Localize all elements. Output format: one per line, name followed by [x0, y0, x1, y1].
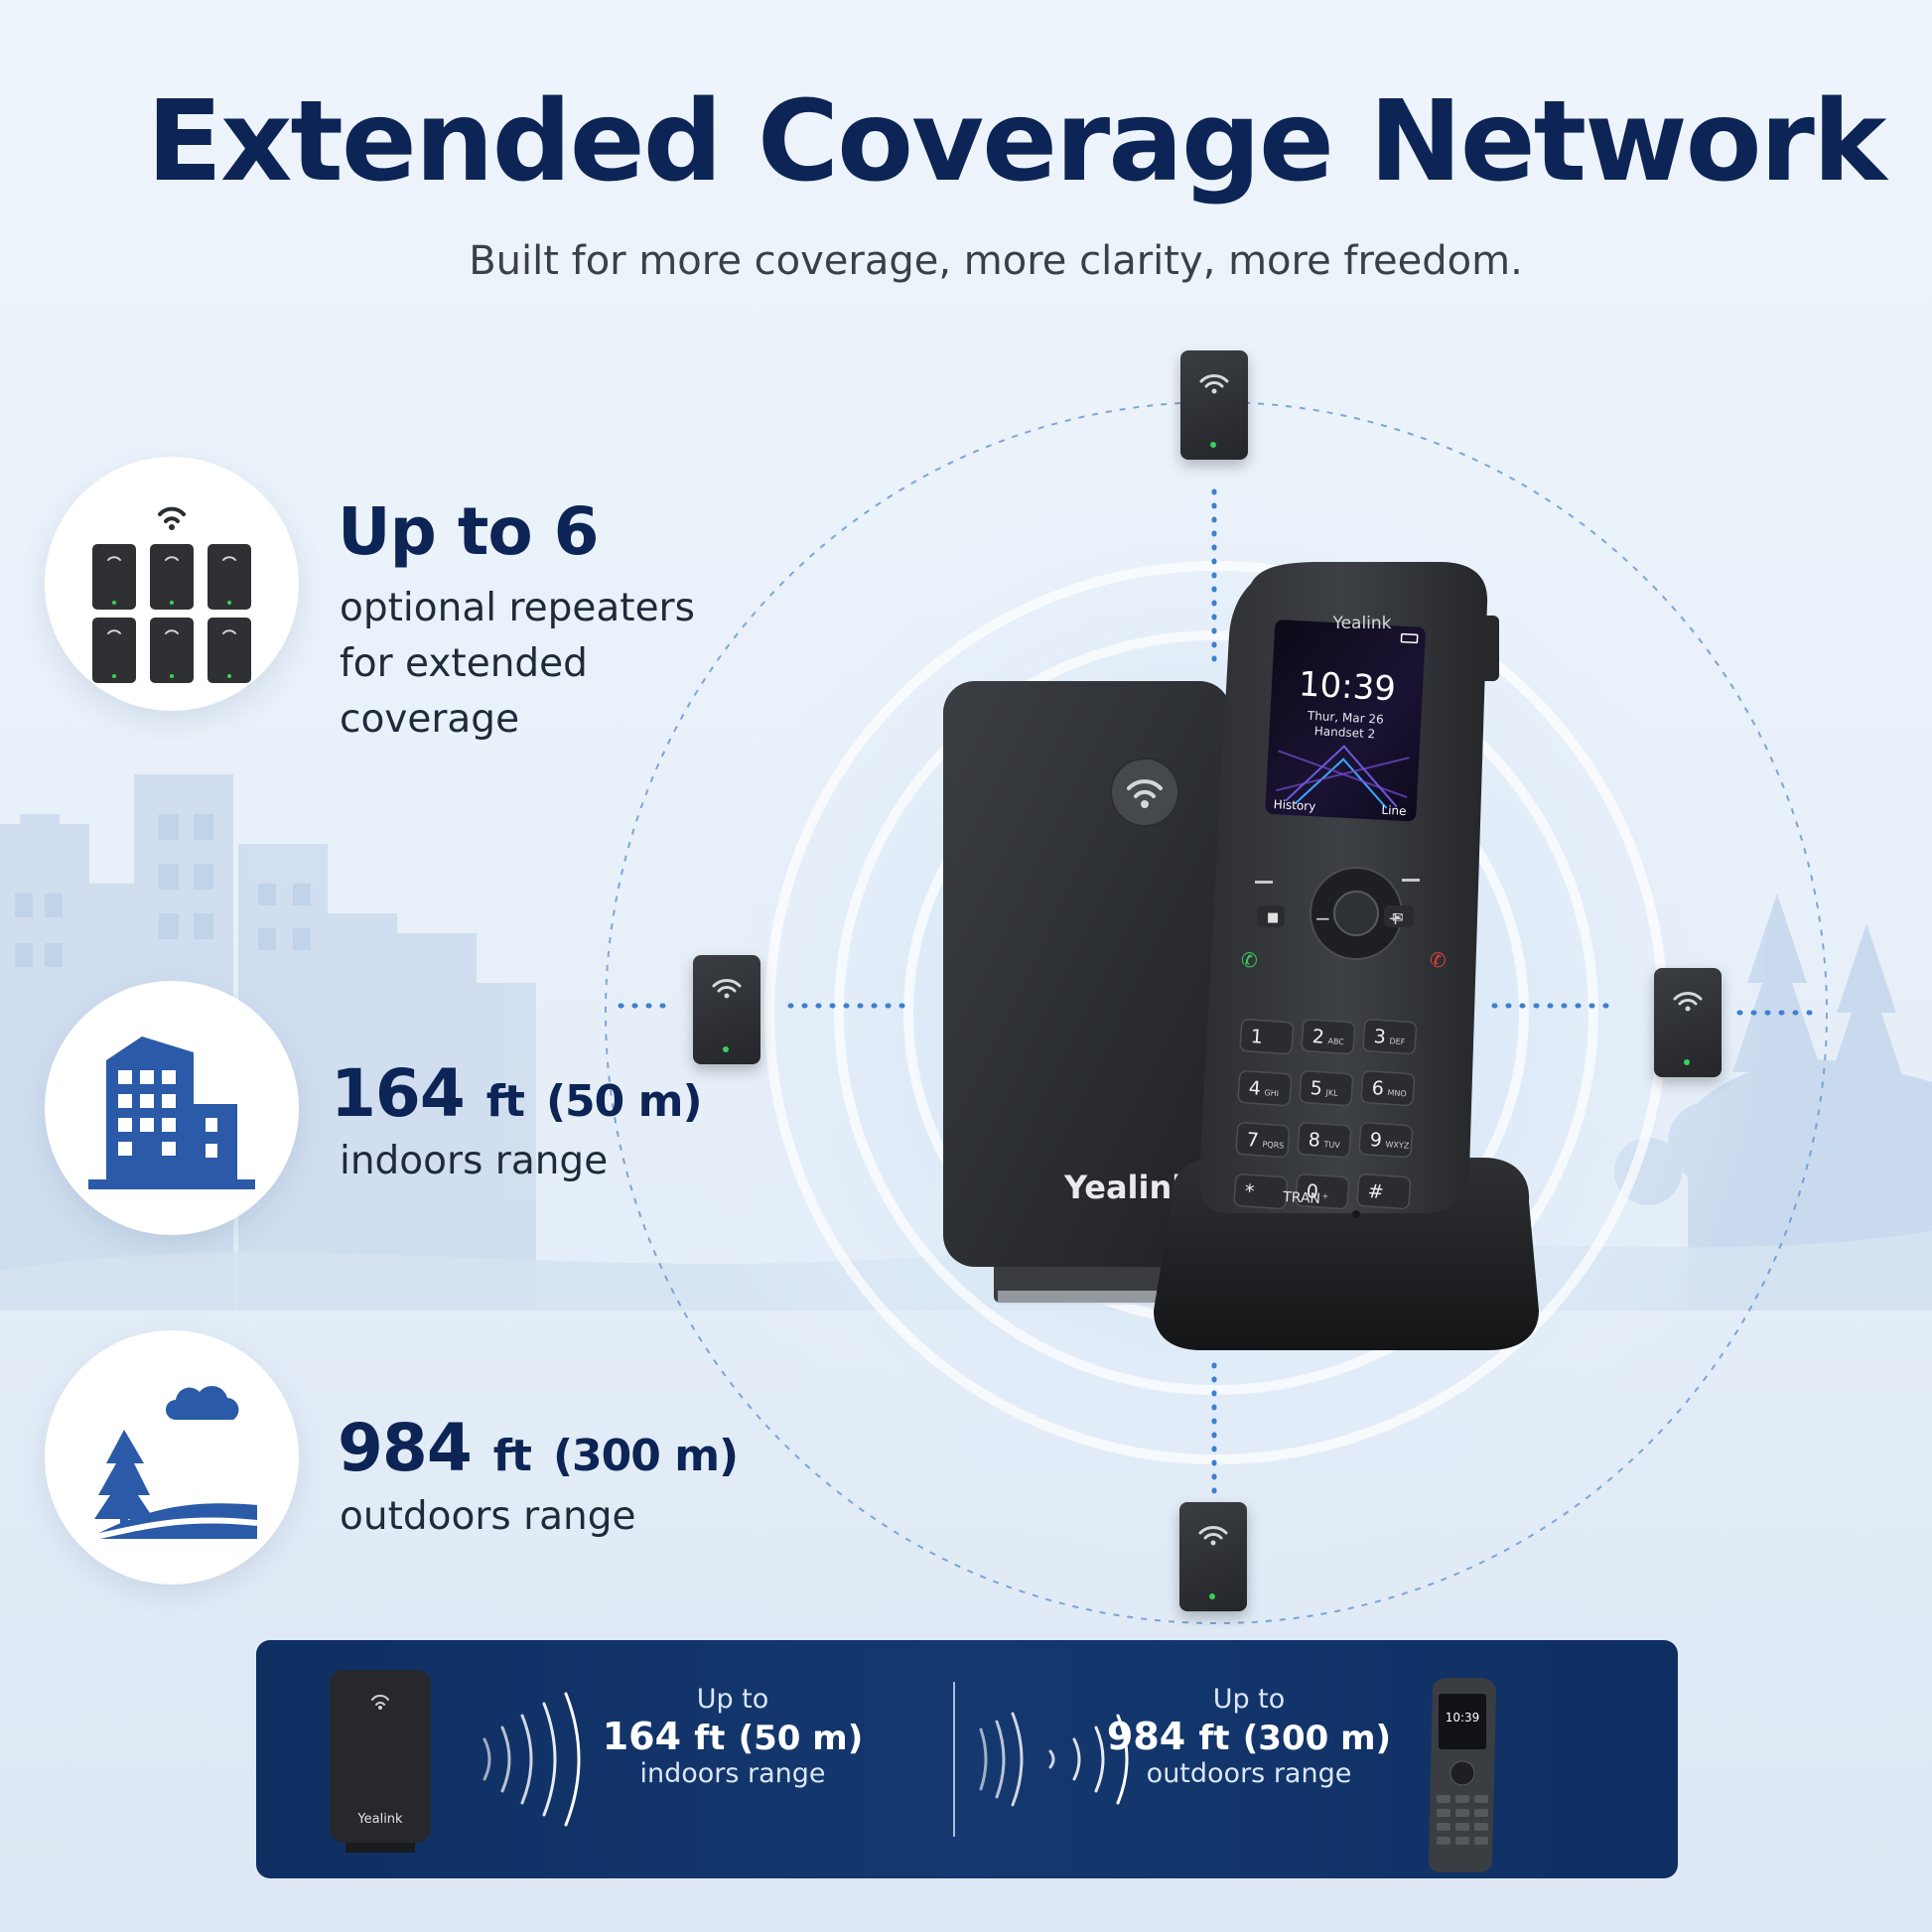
- base-station: Yealink: [943, 681, 1231, 1305]
- svg-text:1: 1: [1250, 1026, 1264, 1048]
- svg-text:JKL: JKL: [1324, 1088, 1338, 1098]
- repeaters-line-2: for extended: [340, 641, 588, 686]
- indoor-feature-badge: [45, 981, 299, 1235]
- repeaters-line-1: optional repeaters: [340, 586, 695, 630]
- handset-line-name: Handset 2: [1314, 724, 1376, 741]
- banner-indoor-label: indoors range: [639, 1758, 826, 1789]
- status-led: [1210, 442, 1216, 448]
- keypad-key-0[interactable]: 0+: [1295, 1173, 1350, 1210]
- message-icon: ✉: [1392, 910, 1404, 926]
- keypad-key-*[interactable]: *: [1233, 1173, 1289, 1210]
- repeater-top: [1180, 350, 1248, 460]
- page-subtitle: Built for more coverage, more clarity, m…: [469, 238, 1523, 284]
- svg-text:6: 6: [1371, 1077, 1385, 1100]
- repeaters-headline: Up to 6: [338, 493, 600, 570]
- svg-text:GHI: GHI: [1264, 1088, 1279, 1098]
- wifi-icon: [1198, 1526, 1228, 1546]
- page-title: Extended Coverage Network: [146, 77, 1887, 207]
- svg-text:#: #: [1367, 1180, 1384, 1203]
- wifi-icon: [712, 979, 742, 999]
- indoor-range-value: 164 ft (50 m): [331, 1055, 703, 1132]
- banner-outdoor-prefix: Up to: [1212, 1684, 1286, 1715]
- svg-text:DEF: DEF: [1389, 1036, 1406, 1046]
- svg-text:WXYZ: WXYZ: [1385, 1140, 1410, 1151]
- handset: 10:39 Thur, Mar 26 Handset 2 History Lin…: [1154, 562, 1539, 1350]
- svg-text:4: 4: [1248, 1077, 1262, 1100]
- status-led: [1684, 1059, 1690, 1065]
- banner-base-brand: Yealink: [356, 1812, 403, 1827]
- svg-text:7: 7: [1246, 1129, 1260, 1152]
- svg-text:2: 2: [1311, 1026, 1325, 1048]
- status-led: [723, 1046, 729, 1052]
- banner-divider: [953, 1682, 955, 1837]
- outdoor-tree-icon: [85, 1385, 258, 1542]
- outdoor-range-value: 984 ft (300 m): [338, 1410, 739, 1486]
- banner-outdoor-label: outdoors range: [1146, 1758, 1352, 1789]
- svg-text:0: 0: [1306, 1180, 1319, 1203]
- repeater-right: [1654, 968, 1722, 1077]
- outdoor-range-label: outdoors range: [340, 1494, 636, 1539]
- nav-plus-icon: +: [1388, 908, 1403, 929]
- svg-text:3: 3: [1373, 1026, 1387, 1048]
- indoor-range-label: indoors range: [340, 1139, 609, 1183]
- banner-base-station: Yealink: [330, 1670, 431, 1853]
- signal-waves-left: [483, 1692, 581, 1827]
- repeater-left: [693, 955, 760, 1064]
- svg-text:PQRS: PQRS: [1262, 1140, 1284, 1150]
- handset-time: 10:39: [1298, 664, 1397, 709]
- keypad-key-1[interactable]: 1: [1239, 1019, 1295, 1055]
- range-summary-banner: Yealink Up to 164 ft (50 m) indoors rang…: [256, 1640, 1678, 1878]
- repeaters-grid-icon: [92, 506, 251, 683]
- svg-text:8: 8: [1308, 1129, 1321, 1152]
- svg-text:5: 5: [1310, 1077, 1323, 1100]
- banner-indoor-prefix: Up to: [696, 1684, 769, 1715]
- keypad-key-#[interactable]: #: [1356, 1173, 1412, 1210]
- svg-text:ABC: ABC: [1327, 1036, 1344, 1046]
- repeater-bottom: [1179, 1502, 1247, 1611]
- volume-icon: ■: [1267, 910, 1279, 925]
- banner-handset: 10:39: [1429, 1678, 1496, 1872]
- wifi-icon: [1673, 992, 1703, 1012]
- svg-text:TUV: TUV: [1322, 1140, 1340, 1150]
- status-led: [1209, 1593, 1215, 1599]
- banner-handset-time: 10:39: [1446, 1711, 1480, 1725]
- wifi-icon: [1199, 374, 1229, 394]
- banner-outdoor-value: 984 ft (300 m): [1106, 1715, 1392, 1758]
- repeaters-feature-badge: [45, 457, 299, 711]
- svg-text:MNO: MNO: [1387, 1088, 1407, 1098]
- repeaters-line-3: coverage: [340, 697, 520, 742]
- banner-indoor-value: 164 ft (50 m): [602, 1715, 864, 1758]
- nav-minus-icon: −: [1314, 906, 1331, 930]
- outdoor-feature-badge: [45, 1330, 299, 1585]
- handset-date: Thur, Mar 26: [1307, 709, 1384, 727]
- softkey-line: Line: [1381, 803, 1407, 818]
- svg-text:9: 9: [1369, 1129, 1383, 1152]
- svg-text:*: *: [1244, 1180, 1255, 1203]
- tran-key: TRAN: [1282, 1189, 1321, 1207]
- call-answer-icon: ✆: [1241, 948, 1258, 972]
- call-end-icon: ✆: [1430, 948, 1447, 972]
- handset-brand-logo: Yealink: [1331, 614, 1391, 633]
- building-icon: [88, 1036, 255, 1189]
- svg-text:+: +: [1321, 1191, 1328, 1200]
- softkey-history: History: [1273, 797, 1315, 813]
- signal-waves-right: [979, 1712, 1129, 1807]
